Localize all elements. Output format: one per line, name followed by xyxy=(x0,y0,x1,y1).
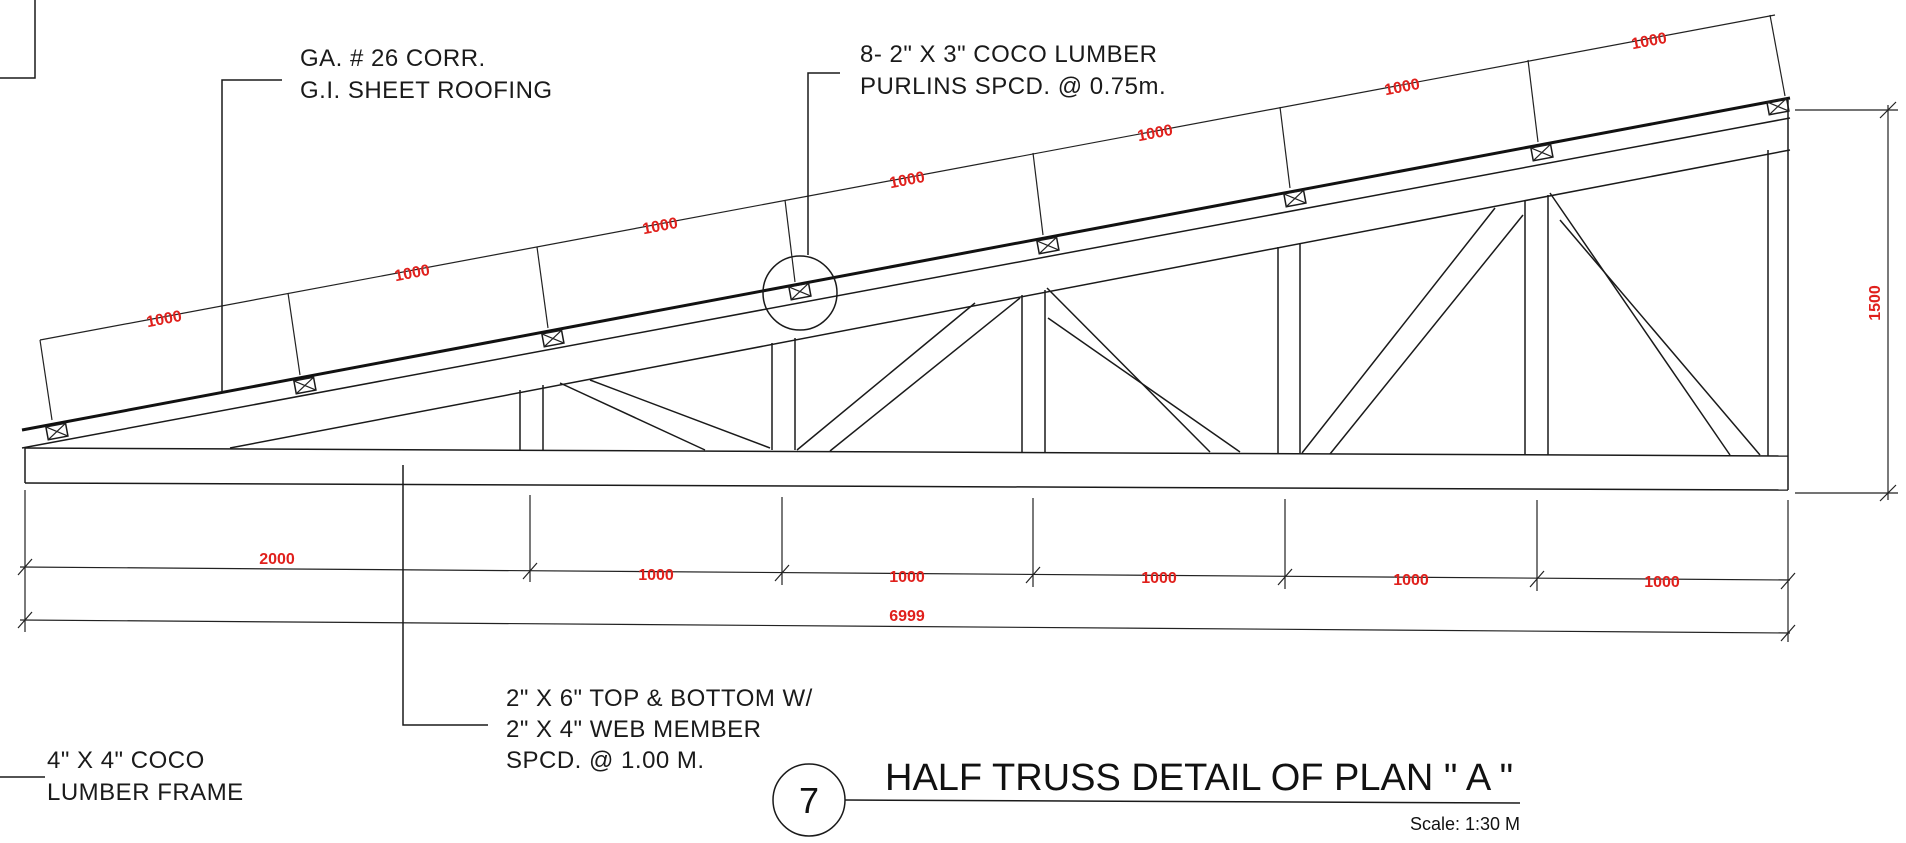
detail-number: 7 xyxy=(799,780,819,821)
top-dim-label: 1000 xyxy=(393,262,431,285)
bottom-chord-top-edge xyxy=(24,447,1789,457)
bottom-dim-label: 1000 xyxy=(1644,574,1680,591)
bottom-dim-label: 1000 xyxy=(889,569,925,586)
top-dim-label: 1000 xyxy=(1383,76,1421,99)
purlins xyxy=(45,97,1790,441)
bottom-dimension-lines xyxy=(17,490,1796,642)
top-chord-upper-edge xyxy=(21,117,1791,449)
overall-dim-label: 6999 xyxy=(889,608,925,625)
bottom-dimension-labels: 2000 1000 1000 1000 1000 1000 6999 xyxy=(259,551,1680,625)
note-line: 8- 2" X 3" COCO LUMBER xyxy=(860,41,1157,68)
note-line: 2" X 4" WEB MEMBER xyxy=(506,716,761,743)
top-dim-label: 1000 xyxy=(1630,30,1668,53)
top-dim-label: 1000 xyxy=(888,169,926,192)
note-line: GA. # 26 CORR. xyxy=(300,45,486,72)
note-line: PURLINS SPCD. @ 0.75m. xyxy=(860,73,1166,100)
roof-sheet-line xyxy=(21,96,1791,432)
top-chord-lower-edge xyxy=(229,149,1791,449)
height-dim-label: 1500 xyxy=(1867,285,1884,321)
purlin-detail-circle xyxy=(762,255,838,331)
note-roofing: GA. # 26 CORR. G.I. SHEET ROOFING xyxy=(300,45,553,104)
bottom-dim-label: 1000 xyxy=(1141,570,1177,587)
note-line: G.I. SHEET ROOFING xyxy=(300,77,553,104)
top-dim-label: 1000 xyxy=(1136,122,1174,145)
vertical-webs xyxy=(519,195,1549,455)
note-chords: 2" X 6" TOP & BOTTOM W/ 2" X 4" WEB MEMB… xyxy=(506,685,813,774)
note-frame: 4" X 4" COCO LUMBER FRAME xyxy=(47,747,244,806)
diagonal-webs xyxy=(559,192,1761,456)
height-dimension-line xyxy=(1795,101,1898,502)
note-purlins: 8- 2" X 3" COCO LUMBER PURLINS SPCD. @ 0… xyxy=(860,41,1166,100)
roofing-leader xyxy=(221,79,282,392)
top-dimension-labels: 1000 1000 1000 1000 1000 1000 1000 xyxy=(145,30,1668,331)
bottom-dim-label: 1000 xyxy=(1393,572,1429,589)
bottom-dim-label: 1000 xyxy=(638,567,674,584)
purlins-leader xyxy=(807,72,840,255)
note-line: SPCD. @ 1.00 M. xyxy=(506,747,705,774)
bottom-dim-label: 2000 xyxy=(259,551,295,568)
top-dim-label: 1000 xyxy=(145,308,183,331)
sheet-border xyxy=(0,0,36,79)
note-line: 2" X 6" TOP & BOTTOM W/ xyxy=(506,685,813,712)
title-underline xyxy=(844,799,1521,804)
title-block: 7 HALF TRUSS DETAIL OF PLAN " A " Scale:… xyxy=(772,757,1521,837)
top-dimension-line xyxy=(39,14,1786,421)
chords-leader xyxy=(402,465,488,726)
top-dim-label: 1000 xyxy=(641,215,679,238)
bottom-chord-bottom-edge xyxy=(24,482,1789,491)
drawing-title: HALF TRUSS DETAIL OF PLAN " A " xyxy=(885,757,1513,799)
drawing-scale: Scale: 1:30 M xyxy=(1410,814,1520,834)
note-line: LUMBER FRAME xyxy=(47,779,244,806)
note-line: 4" X 4" COCO xyxy=(47,747,205,774)
